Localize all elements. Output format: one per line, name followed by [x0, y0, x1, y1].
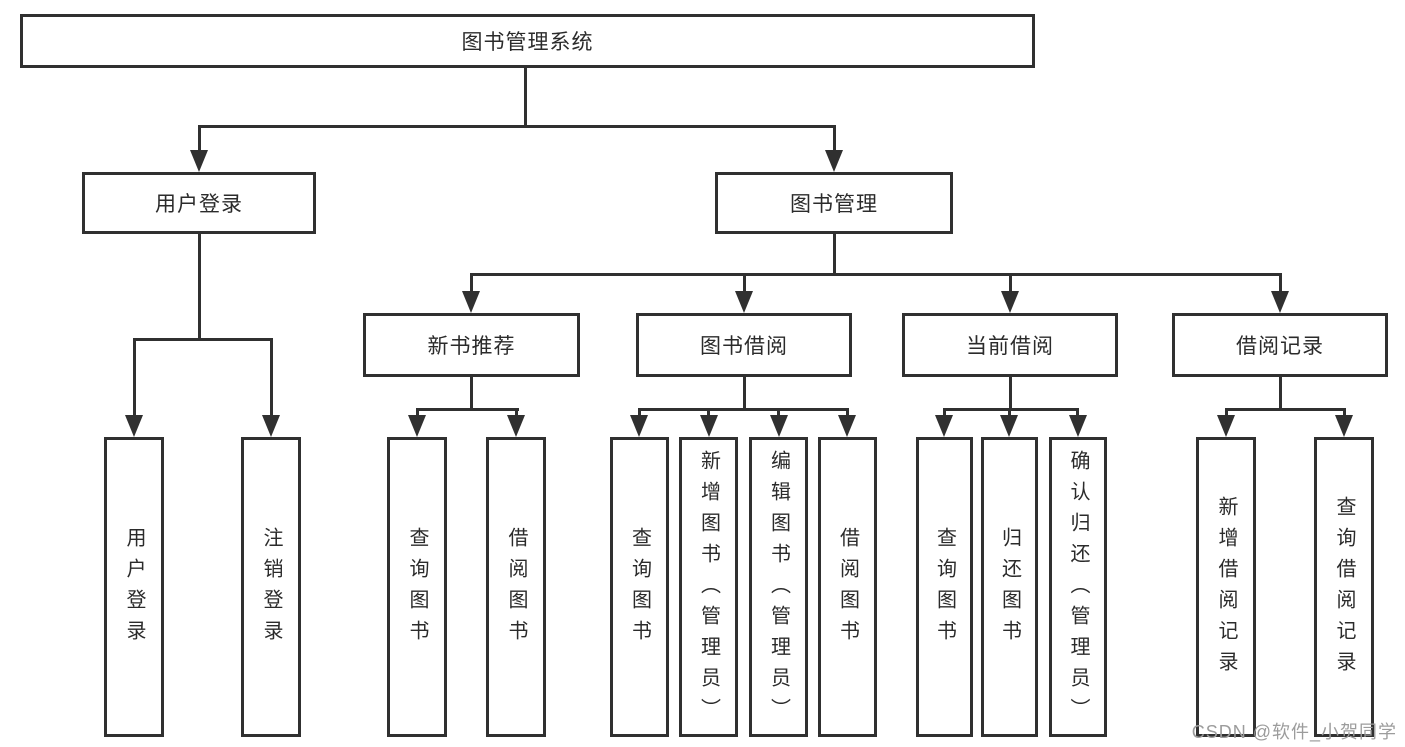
connector-line — [1343, 408, 1346, 417]
leaf-query-borrow-record: 查询借阅记录 — [1314, 437, 1374, 737]
arrow-down-icon — [735, 291, 753, 313]
connector-line — [846, 408, 849, 417]
node-library-management-system: 图书管理系统 — [20, 14, 1035, 68]
connector-line — [1225, 408, 1228, 417]
node-user-login: 用户登录 — [82, 172, 316, 234]
connector-line — [943, 408, 946, 417]
arrow-down-icon — [507, 415, 525, 437]
connector-line — [833, 125, 836, 152]
arrow-down-icon — [700, 415, 718, 437]
leaf-confirm-return-admin: 确认归还（管理员） — [1049, 437, 1107, 737]
connector-line — [638, 408, 849, 411]
connector-line — [470, 273, 473, 293]
leaf-logout: 注销登录 — [241, 437, 301, 737]
connector-line — [1279, 273, 1282, 293]
arrow-down-icon — [825, 150, 843, 172]
connector-line — [198, 234, 201, 338]
node-book-management: 图书管理 — [715, 172, 953, 234]
arrow-down-icon — [1217, 415, 1235, 437]
connector-line — [270, 338, 273, 417]
connector-line — [1009, 273, 1012, 293]
connector-line — [1225, 408, 1346, 411]
node-current-borrowing: 当前借阅 — [902, 313, 1118, 377]
arrow-down-icon — [1001, 291, 1019, 313]
connector-line — [1009, 377, 1012, 411]
leaf-query-books-current: 查询图书 — [916, 437, 973, 737]
connector-line — [777, 408, 780, 417]
leaf-return-books: 归还图书 — [981, 437, 1038, 737]
connector-line — [198, 125, 835, 128]
connector-line — [524, 68, 527, 125]
arrow-down-icon — [462, 291, 480, 313]
arrow-down-icon — [262, 415, 280, 437]
arrow-down-icon — [408, 415, 426, 437]
connector-line — [1076, 408, 1079, 417]
arrow-down-icon — [1335, 415, 1353, 437]
connector-line — [470, 273, 1282, 276]
connector-line — [1008, 408, 1011, 417]
arrow-down-icon — [1069, 415, 1087, 437]
connector-line — [943, 408, 1079, 411]
arrow-down-icon — [630, 415, 648, 437]
arrow-down-icon — [190, 150, 208, 172]
connector-line — [1279, 377, 1282, 411]
arrow-down-icon — [838, 415, 856, 437]
arrow-down-icon — [125, 415, 143, 437]
connector-line — [198, 125, 201, 152]
connector-line — [638, 408, 641, 417]
leaf-borrow-books-borrowing: 借阅图书 — [818, 437, 877, 737]
connector-line — [743, 273, 746, 293]
leaf-add-borrow-record: 新增借阅记录 — [1196, 437, 1256, 737]
connector-line — [515, 408, 518, 417]
connector-line — [470, 377, 473, 411]
leaf-user-login: 用户登录 — [104, 437, 164, 737]
leaf-edit-book-admin: 编辑图书（管理员） — [749, 437, 808, 737]
leaf-add-book-admin: 新增图书（管理员） — [679, 437, 738, 737]
node-borrowing-records: 借阅记录 — [1172, 313, 1388, 377]
connector-line — [743, 377, 746, 411]
leaf-query-books-borrowing: 查询图书 — [610, 437, 669, 737]
node-book-borrowing: 图书借阅 — [636, 313, 852, 377]
connector-line — [416, 408, 419, 417]
connector-line — [707, 408, 710, 417]
arrow-down-icon — [1271, 291, 1289, 313]
node-new-book-recommendation: 新书推荐 — [363, 313, 580, 377]
leaf-query-books-recommend: 查询图书 — [387, 437, 447, 737]
arrow-down-icon — [935, 415, 953, 437]
arrow-down-icon — [1000, 415, 1018, 437]
watermark-text: CSDN @软件_小贺同学 — [1191, 722, 1397, 742]
connector-line — [833, 234, 836, 276]
connector-line — [133, 338, 136, 417]
connector-line — [416, 408, 519, 411]
connector-line — [133, 338, 273, 341]
leaf-borrow-books-recommend: 借阅图书 — [486, 437, 546, 737]
arrow-down-icon — [770, 415, 788, 437]
